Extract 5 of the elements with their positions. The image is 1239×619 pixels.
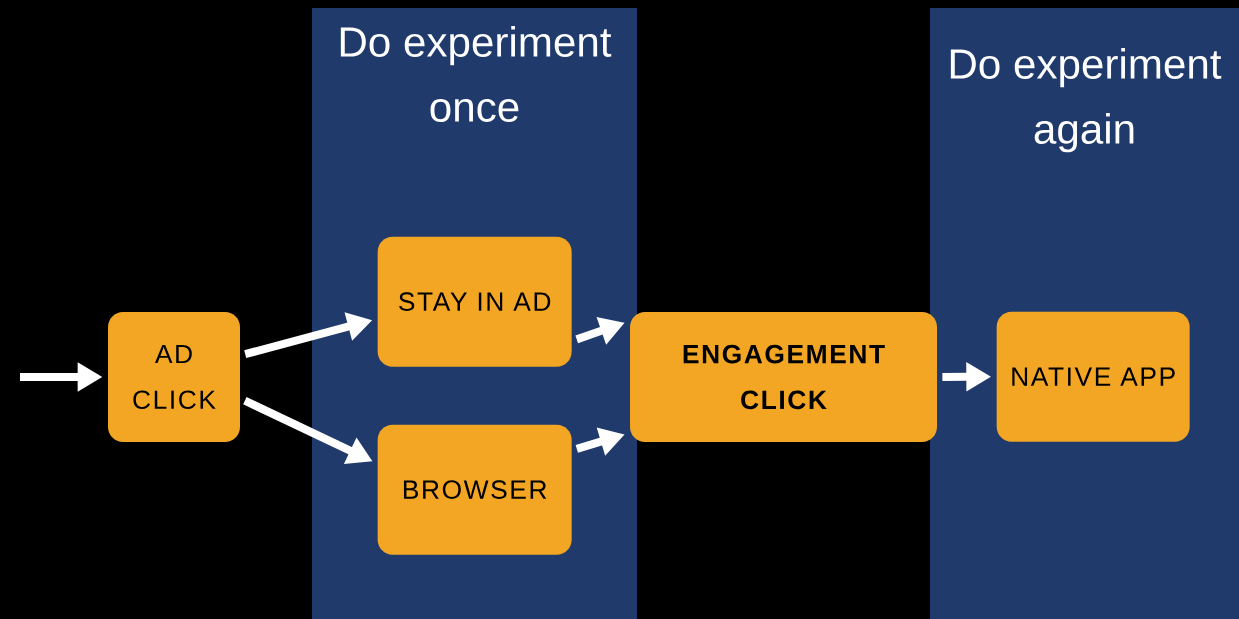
process-box: NATIVE APP — [996, 311, 1190, 442]
process-box: ENGAGEMENT CLICK — [630, 312, 937, 442]
process-box: BROWSER — [377, 424, 572, 555]
process-box: STAY IN AD — [377, 236, 572, 367]
process-box: AD CLICK — [108, 312, 240, 442]
